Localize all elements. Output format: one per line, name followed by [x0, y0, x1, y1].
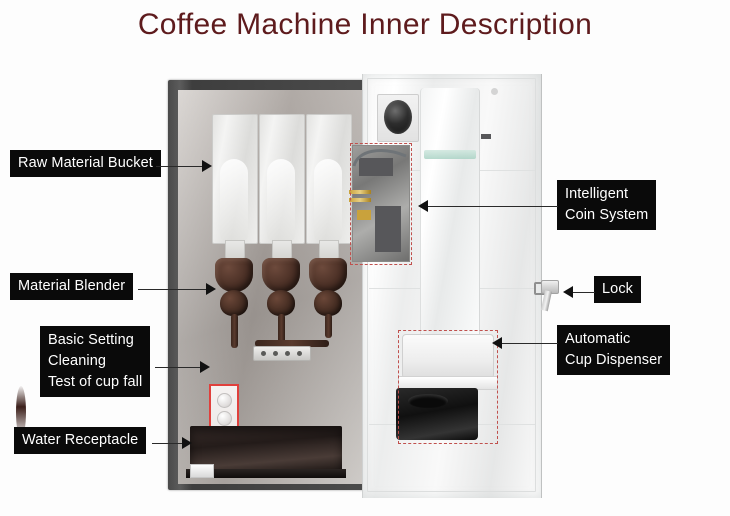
arrow-water-receptacle	[182, 437, 192, 449]
blender-bowl-2	[267, 290, 295, 316]
leader-raw-material-bucket	[156, 166, 204, 167]
material-blender-2	[262, 258, 300, 292]
callout-label-lock: Lock	[602, 281, 634, 297]
leader-intelligent-coin-system	[428, 206, 558, 207]
raw-material-bucket-1	[212, 114, 258, 244]
blender-bowl-1	[220, 290, 248, 316]
coin-validator-chip	[359, 158, 393, 176]
leader-water-receptacle	[152, 443, 184, 444]
coin-system-highlight-box	[350, 143, 412, 265]
callout-label-material-blender: Material Blender	[18, 278, 126, 294]
arrow-automatic-cup-dispenser	[492, 337, 502, 349]
coin-harness	[352, 146, 408, 168]
water-receptacle-handle[interactable]	[190, 464, 214, 478]
callout-water-receptacle: Water Receptacle	[14, 427, 147, 454]
callout-label-water-receptacle: Water Receptacle	[22, 432, 139, 448]
blender-tube-1	[231, 314, 238, 348]
arrow-control-functions	[200, 361, 210, 373]
leader-lock	[573, 292, 595, 293]
page-title: Coffee Machine Inner Description	[137, 8, 593, 41]
callout-raw-material-bucket: Raw Material Bucket	[10, 150, 161, 177]
door-hinge-screw	[491, 88, 498, 95]
coin-slot[interactable]	[377, 94, 419, 142]
foreground-object	[16, 386, 26, 438]
blender-tube-3	[325, 314, 332, 338]
callout-lock: Lock	[594, 276, 642, 303]
coin-validator-wire-a	[349, 190, 371, 194]
callout-label-automatic: Automatic	[565, 331, 631, 347]
blender-tube-2	[278, 314, 285, 348]
callout-automatic-cup-dispenser: Automatic Cup Dispenser	[557, 325, 671, 375]
material-blender-3	[309, 258, 347, 292]
callout-intelligent-coin-system: Intelligent Coin System	[557, 180, 657, 230]
basic-setting-button[interactable]	[217, 393, 232, 408]
callout-label-cup-dispenser: Cup Dispenser	[565, 352, 663, 368]
callout-label-basic-setting: Basic Setting	[48, 332, 134, 348]
coin-validator-wire-b	[349, 198, 371, 202]
coin-harness-cable	[352, 149, 407, 167]
coin-validator-connector	[357, 210, 371, 220]
cup-column-band	[424, 150, 476, 159]
arrow-intelligent-coin-system	[418, 200, 428, 212]
callout-material-blender: Material Blender	[10, 273, 134, 300]
coin-validator-board	[375, 206, 401, 252]
water-receptacle-lip	[186, 469, 346, 478]
cup-dispenser-highlight-box	[398, 330, 498, 444]
material-blender-1	[215, 258, 253, 292]
water-receptacle-tray	[190, 426, 342, 472]
cup-dispenser-mechanism	[396, 388, 478, 440]
callout-label-coin-system: Coin System	[565, 207, 649, 223]
blender-outlet-manifold	[253, 346, 311, 361]
arrow-material-blender	[206, 283, 216, 295]
leader-automatic-cup-dispenser	[502, 343, 558, 344]
cleaning-button[interactable]	[217, 411, 232, 426]
callout-label-intelligent: Intelligent	[565, 186, 629, 202]
leader-control-functions	[155, 367, 203, 368]
arrow-lock	[563, 286, 573, 298]
arrow-raw-material-bucket	[202, 160, 212, 172]
callout-control-functions: Basic Setting Cleaning Test of cup fall	[40, 326, 151, 397]
blender-tube-manifold-link	[255, 340, 329, 347]
raw-material-bucket-2	[259, 114, 305, 244]
coffee-machine-photo: Raw Material Bucket Material Blender Bas…	[0, 58, 730, 516]
blender-bowl-3	[314, 290, 342, 316]
leader-material-blender	[138, 289, 208, 290]
callout-label-raw-material-bucket: Raw Material Bucket	[18, 155, 153, 171]
raw-material-bucket-3	[306, 114, 352, 244]
callout-label-test-of-cup-fall: Test of cup fall	[48, 374, 143, 390]
cup-stack-column	[420, 88, 480, 338]
callout-label-cleaning: Cleaning	[48, 353, 107, 369]
intelligent-coin-validator	[349, 145, 410, 262]
door-screw-upper-right	[481, 134, 491, 139]
